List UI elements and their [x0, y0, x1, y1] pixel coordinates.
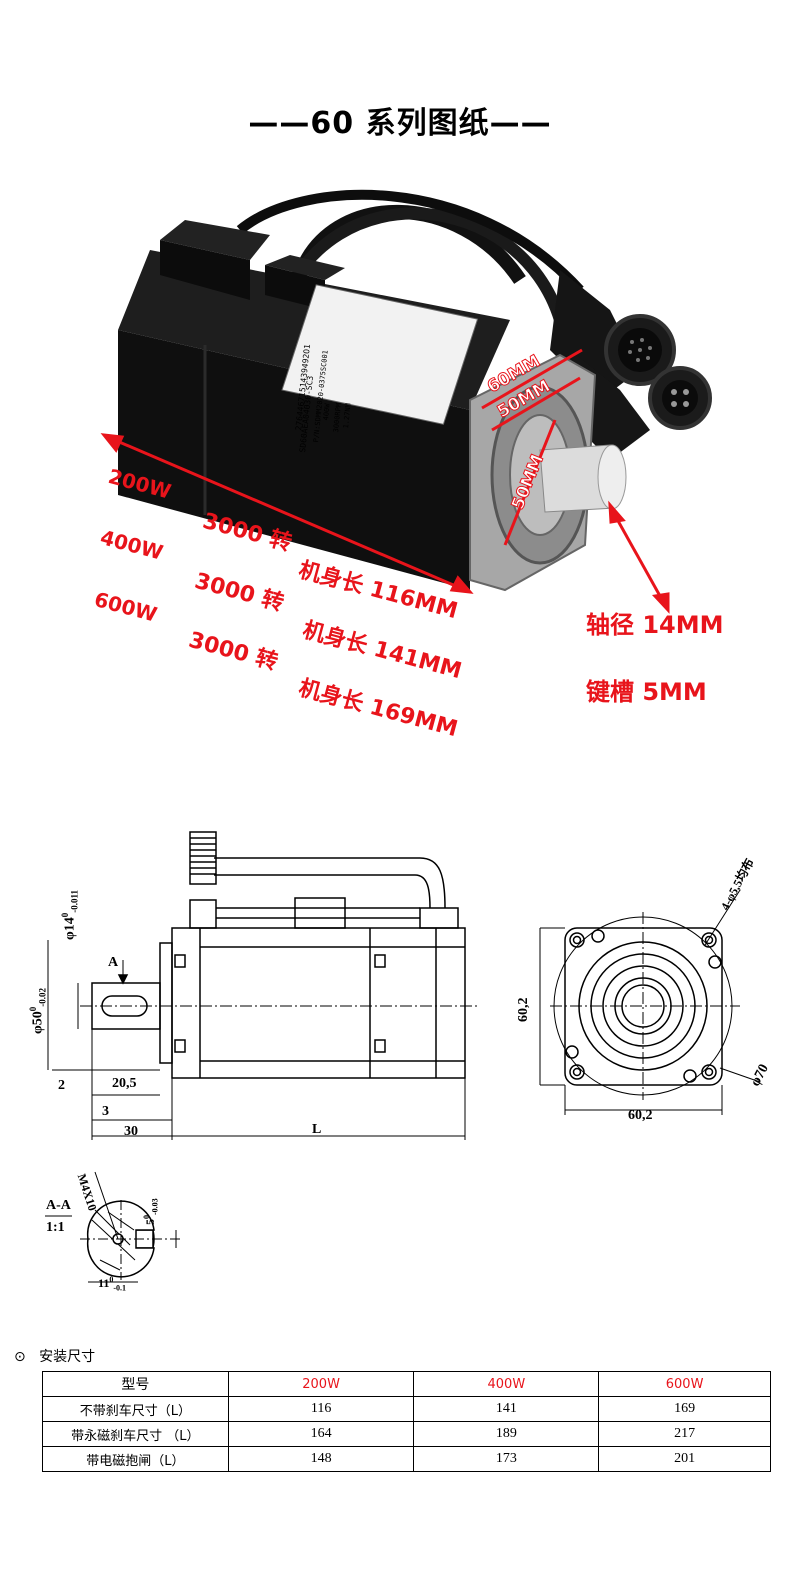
nameplate: [281, 284, 479, 425]
dim-L: L: [312, 1122, 322, 1137]
technical-drawing: [45, 831, 761, 1283]
header-400w: 400W: [413, 1371, 600, 1397]
section-scale: 1:1: [46, 1220, 65, 1235]
table-row: 带永磁刹车尺寸 （L） 164 189 217: [42, 1421, 771, 1447]
dim-flange-w: 60,2: [628, 1108, 653, 1123]
key-depth: 110-0.1: [98, 1275, 127, 1293]
keyway-label: 键槽 5MM: [586, 678, 707, 706]
section-title: A-A: [46, 1198, 71, 1213]
header-model: 型号: [42, 1371, 229, 1397]
cable: [236, 189, 584, 294]
dimension-arrows: [100, 348, 670, 614]
dim-shaft-dia: φ140-0.011: [60, 889, 80, 940]
section-marker: A: [108, 955, 119, 970]
installation-dimensions-table: 型号 200W 400W 600W 不带刹车尺寸（L） 116 141 169 …: [42, 1371, 771, 1472]
header-200w: 200W: [227, 1371, 415, 1397]
table-header-row: 型号 200W 400W 600W: [42, 1371, 771, 1397]
shaft-diameter-label: 轴径 14MM: [586, 611, 724, 639]
header-600w: 600W: [598, 1371, 771, 1397]
dim-flange-h: 60,2: [516, 997, 531, 1023]
spec-speed-600: 3000 转: [185, 627, 281, 676]
page-title: ——60 系列图纸——: [248, 106, 552, 141]
motor-photo: [100, 189, 712, 614]
circle-dot-icon: ⊙: [14, 1349, 26, 1365]
dim-2: 2: [58, 1078, 65, 1093]
table-row: 不带刹车尺寸（L） 116 141 169: [42, 1396, 771, 1422]
dim-20-5: 20,5: [112, 1076, 137, 1091]
table-section-header: ⊙ 安装尺寸: [14, 1349, 96, 1365]
key-width: 50-0.03: [142, 1198, 160, 1225]
spec-length-400: 机身长 141MM: [299, 617, 465, 685]
dim-spigot-dia: φ500-0.02: [28, 988, 48, 1034]
table-row: 带电磁抱闸（L） 148 173 201: [42, 1446, 771, 1472]
dim-30: 30: [124, 1124, 138, 1139]
dim-3: 3: [102, 1104, 109, 1119]
spec-length-600: 机身长 169MM: [295, 675, 461, 743]
side-body: [171, 927, 466, 1079]
